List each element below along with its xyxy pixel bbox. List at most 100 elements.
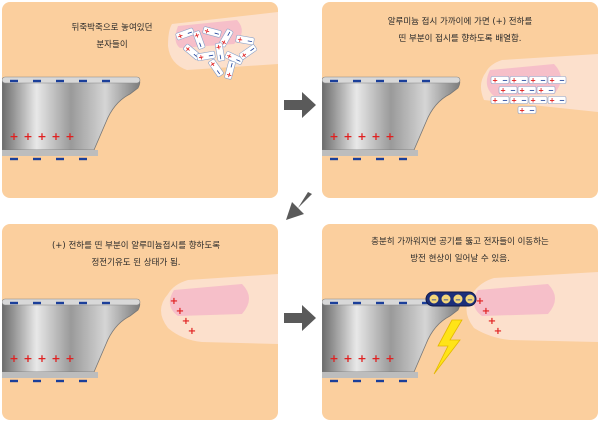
- svg-text:−: −: [213, 68, 223, 78]
- svg-text:+: +: [236, 35, 243, 44]
- scene-3: +++++ ++++: [2, 274, 278, 383]
- svg-text:+: +: [225, 52, 234, 62]
- plus-charge: +: [343, 130, 352, 143]
- aluminum-plate: [322, 76, 461, 156]
- dipole-molecule: +−: [238, 44, 258, 60]
- caption-line-2: 방전 현상이 일어날 수 있음.: [410, 254, 510, 264]
- minus-charge: [376, 379, 384, 383]
- plus-charge: +: [371, 352, 380, 365]
- svg-text:+: +: [492, 97, 498, 105]
- dipole-molecule: +−: [214, 42, 226, 62]
- dipole-molecule: +−: [536, 86, 556, 95]
- svg-text:+: +: [549, 77, 555, 85]
- minus-charge: [56, 157, 64, 161]
- svg-text:+: +: [492, 77, 498, 85]
- electron-bridge: −−−−: [425, 291, 477, 307]
- plate-base-minus-charges: [330, 379, 407, 383]
- electron: [440, 293, 452, 305]
- electron-charge: −: [443, 296, 449, 304]
- aluminum-plate: [2, 76, 141, 156]
- svg-text:−: −: [186, 28, 194, 38]
- scattered-molecules: +−+−+−+−+−+−+−+−+−+−+−+−: [175, 26, 258, 80]
- minus-charge: [376, 301, 384, 305]
- electron-charge: −: [455, 296, 461, 304]
- svg-text:+: +: [219, 38, 229, 47]
- svg-text:−: −: [207, 51, 214, 60]
- dipole-molecule: +−: [517, 106, 537, 115]
- dipole-molecule: +−: [517, 86, 537, 95]
- dipole-molecule: +−: [490, 96, 510, 105]
- caption-line-1: (+) 전하를 띤 부분이 알루미늄접시를 향하도록: [51, 241, 221, 251]
- plus-charge: +: [488, 316, 496, 327]
- plus-charge: +: [23, 130, 32, 143]
- minus-charge: [56, 301, 64, 305]
- minus-charge: [10, 379, 18, 383]
- finger-plus-charges: ++++: [476, 296, 502, 337]
- plate-bottom-plus-charges: +++++: [9, 352, 74, 365]
- plus-charge: +: [23, 352, 32, 365]
- plus-charge: +: [385, 352, 394, 365]
- svg-text:+: +: [214, 44, 223, 51]
- minus-charge: [353, 79, 361, 83]
- svg-text:−: −: [213, 29, 221, 38]
- plus-charge: +: [182, 316, 190, 327]
- plus-charge: +: [188, 326, 196, 337]
- plus-charge: +: [176, 306, 184, 317]
- plus-charge: +: [170, 296, 178, 307]
- svg-text:+: +: [203, 27, 211, 36]
- svg-text:−: −: [248, 45, 258, 55]
- plus-charge: +: [357, 352, 366, 365]
- caption-line-2: 정전기유도 된 상태가 됨.: [91, 258, 181, 268]
- electron-charge: −: [467, 296, 473, 304]
- plus-charge: +: [65, 352, 74, 365]
- minus-charge: [376, 157, 384, 161]
- scene-4: +++++ ++++ −−−−: [322, 272, 598, 383]
- svg-text:+: +: [225, 71, 234, 79]
- minus-charge: [102, 79, 110, 83]
- dipole-molecule: +−: [224, 60, 237, 80]
- minus-charge: [10, 157, 18, 161]
- minus-charge: [33, 301, 41, 305]
- arrow-right-icon: [284, 92, 316, 118]
- minus-charge: [330, 79, 338, 83]
- dipole-molecule: +−: [498, 86, 518, 95]
- svg-text:−: −: [559, 97, 565, 105]
- plus-charge: +: [51, 352, 60, 365]
- finger: [161, 274, 278, 344]
- minus-charge: [422, 79, 430, 83]
- plus-charge: +: [476, 296, 484, 307]
- svg-text:−: −: [227, 61, 236, 69]
- panel-discharge: +++++ ++++ −−−− 충분히 가까워지면 공기를 뚫고 전자들이 이동…: [322, 224, 598, 420]
- caption-line-1: 알루미늄 접시 가까이에 가면 (+) 전하를: [387, 17, 533, 27]
- minus-charge: [33, 157, 41, 161]
- caption-line-2: 띤 부분이 접시를 향하도록 배열함.: [398, 34, 522, 44]
- caption-line-2: 분자들이: [96, 40, 128, 50]
- plus-charge: +: [371, 130, 380, 143]
- plus-charge: +: [343, 352, 352, 365]
- minus-charge: [353, 379, 361, 383]
- plate-bottom-plus-charges: +++++: [329, 130, 394, 143]
- dipole-molecule: +−: [509, 96, 529, 105]
- svg-text:−: −: [502, 97, 508, 105]
- plus-charge: +: [37, 352, 46, 365]
- svg-text:+: +: [176, 31, 184, 41]
- svg-text:+: +: [519, 107, 525, 115]
- minus-charge: [399, 157, 407, 161]
- minus-charge: [353, 157, 361, 161]
- minus-charge: [422, 301, 430, 305]
- plus-charge: +: [329, 352, 338, 365]
- minus-charge: [33, 379, 41, 383]
- panel-induced-state: +++++ ++++ (+) 전하를 띤 부분이 알루미늄접시를 향하도록 정전…: [2, 224, 278, 420]
- dipole-molecule: +−: [196, 50, 216, 62]
- dipole-molecule: +−: [235, 34, 255, 46]
- dipole-molecule: +−: [192, 30, 206, 50]
- arrow-down-left-icon: [286, 192, 312, 220]
- panel-scattered-molecules: +++++ +−+−+−+−+−+−+−+−+−+−+−+− 뒤죽박죽으로 놓여…: [2, 2, 278, 198]
- minus-charge: [330, 301, 338, 305]
- arrow-right-icon: [284, 305, 316, 331]
- minus-charge: [10, 301, 18, 305]
- minus-charge: [79, 379, 87, 383]
- plate-base-minus-charges: [330, 157, 407, 161]
- minus-charge: [330, 157, 338, 161]
- dipole-molecule: +−: [202, 26, 222, 39]
